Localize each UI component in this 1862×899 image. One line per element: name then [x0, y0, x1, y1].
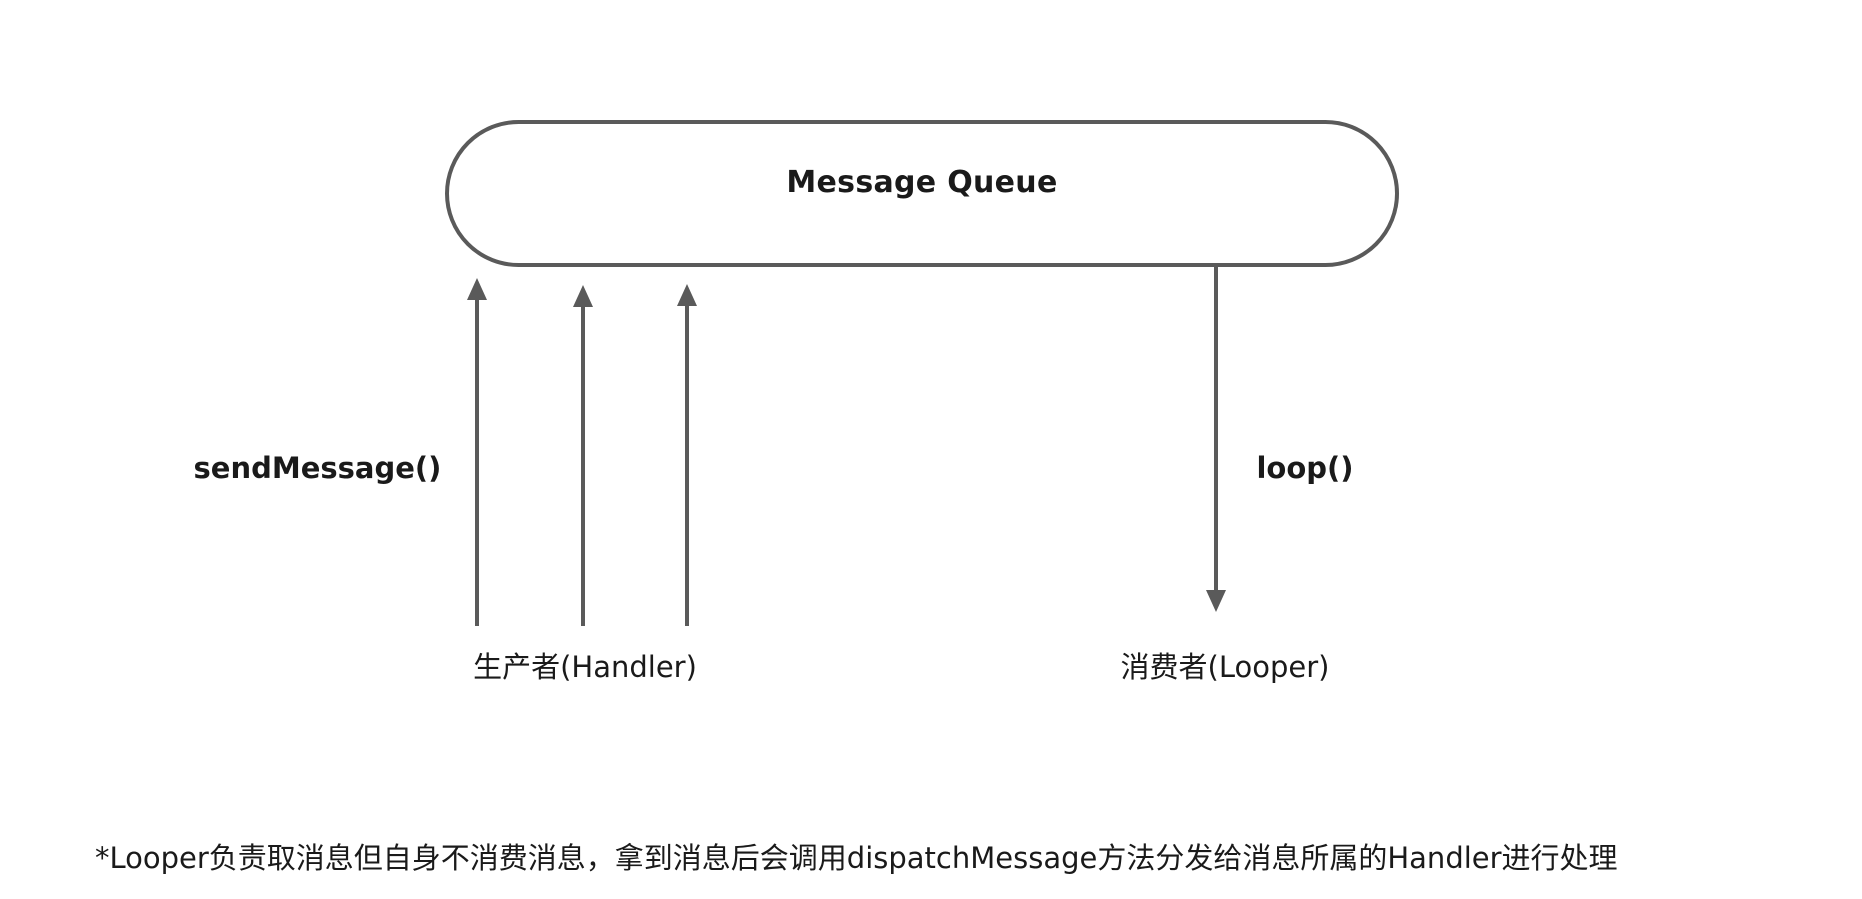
- producer-arrows: [467, 278, 697, 626]
- producer-arrowhead-1: [467, 278, 487, 300]
- message-queue-label: Message Queue: [786, 165, 1058, 200]
- consumer-label: 消费者(Looper): [1120, 650, 1330, 684]
- message-queue-node: [445, 120, 1399, 267]
- producer-label: 生产者(Handler): [473, 650, 697, 684]
- producer-arrowhead-3: [677, 284, 697, 306]
- consumer-arrowhead: [1206, 590, 1226, 612]
- consumer-arrow-group: [1206, 266, 1226, 612]
- send-message-label: sendMessage(): [193, 451, 442, 485]
- loop-label: loop(): [1256, 451, 1354, 485]
- footnote-text: *Looper负责取消息但自身不消费消息，拿到消息后会调用dispatchMes…: [95, 841, 1618, 875]
- producer-arrowhead-2: [573, 285, 593, 307]
